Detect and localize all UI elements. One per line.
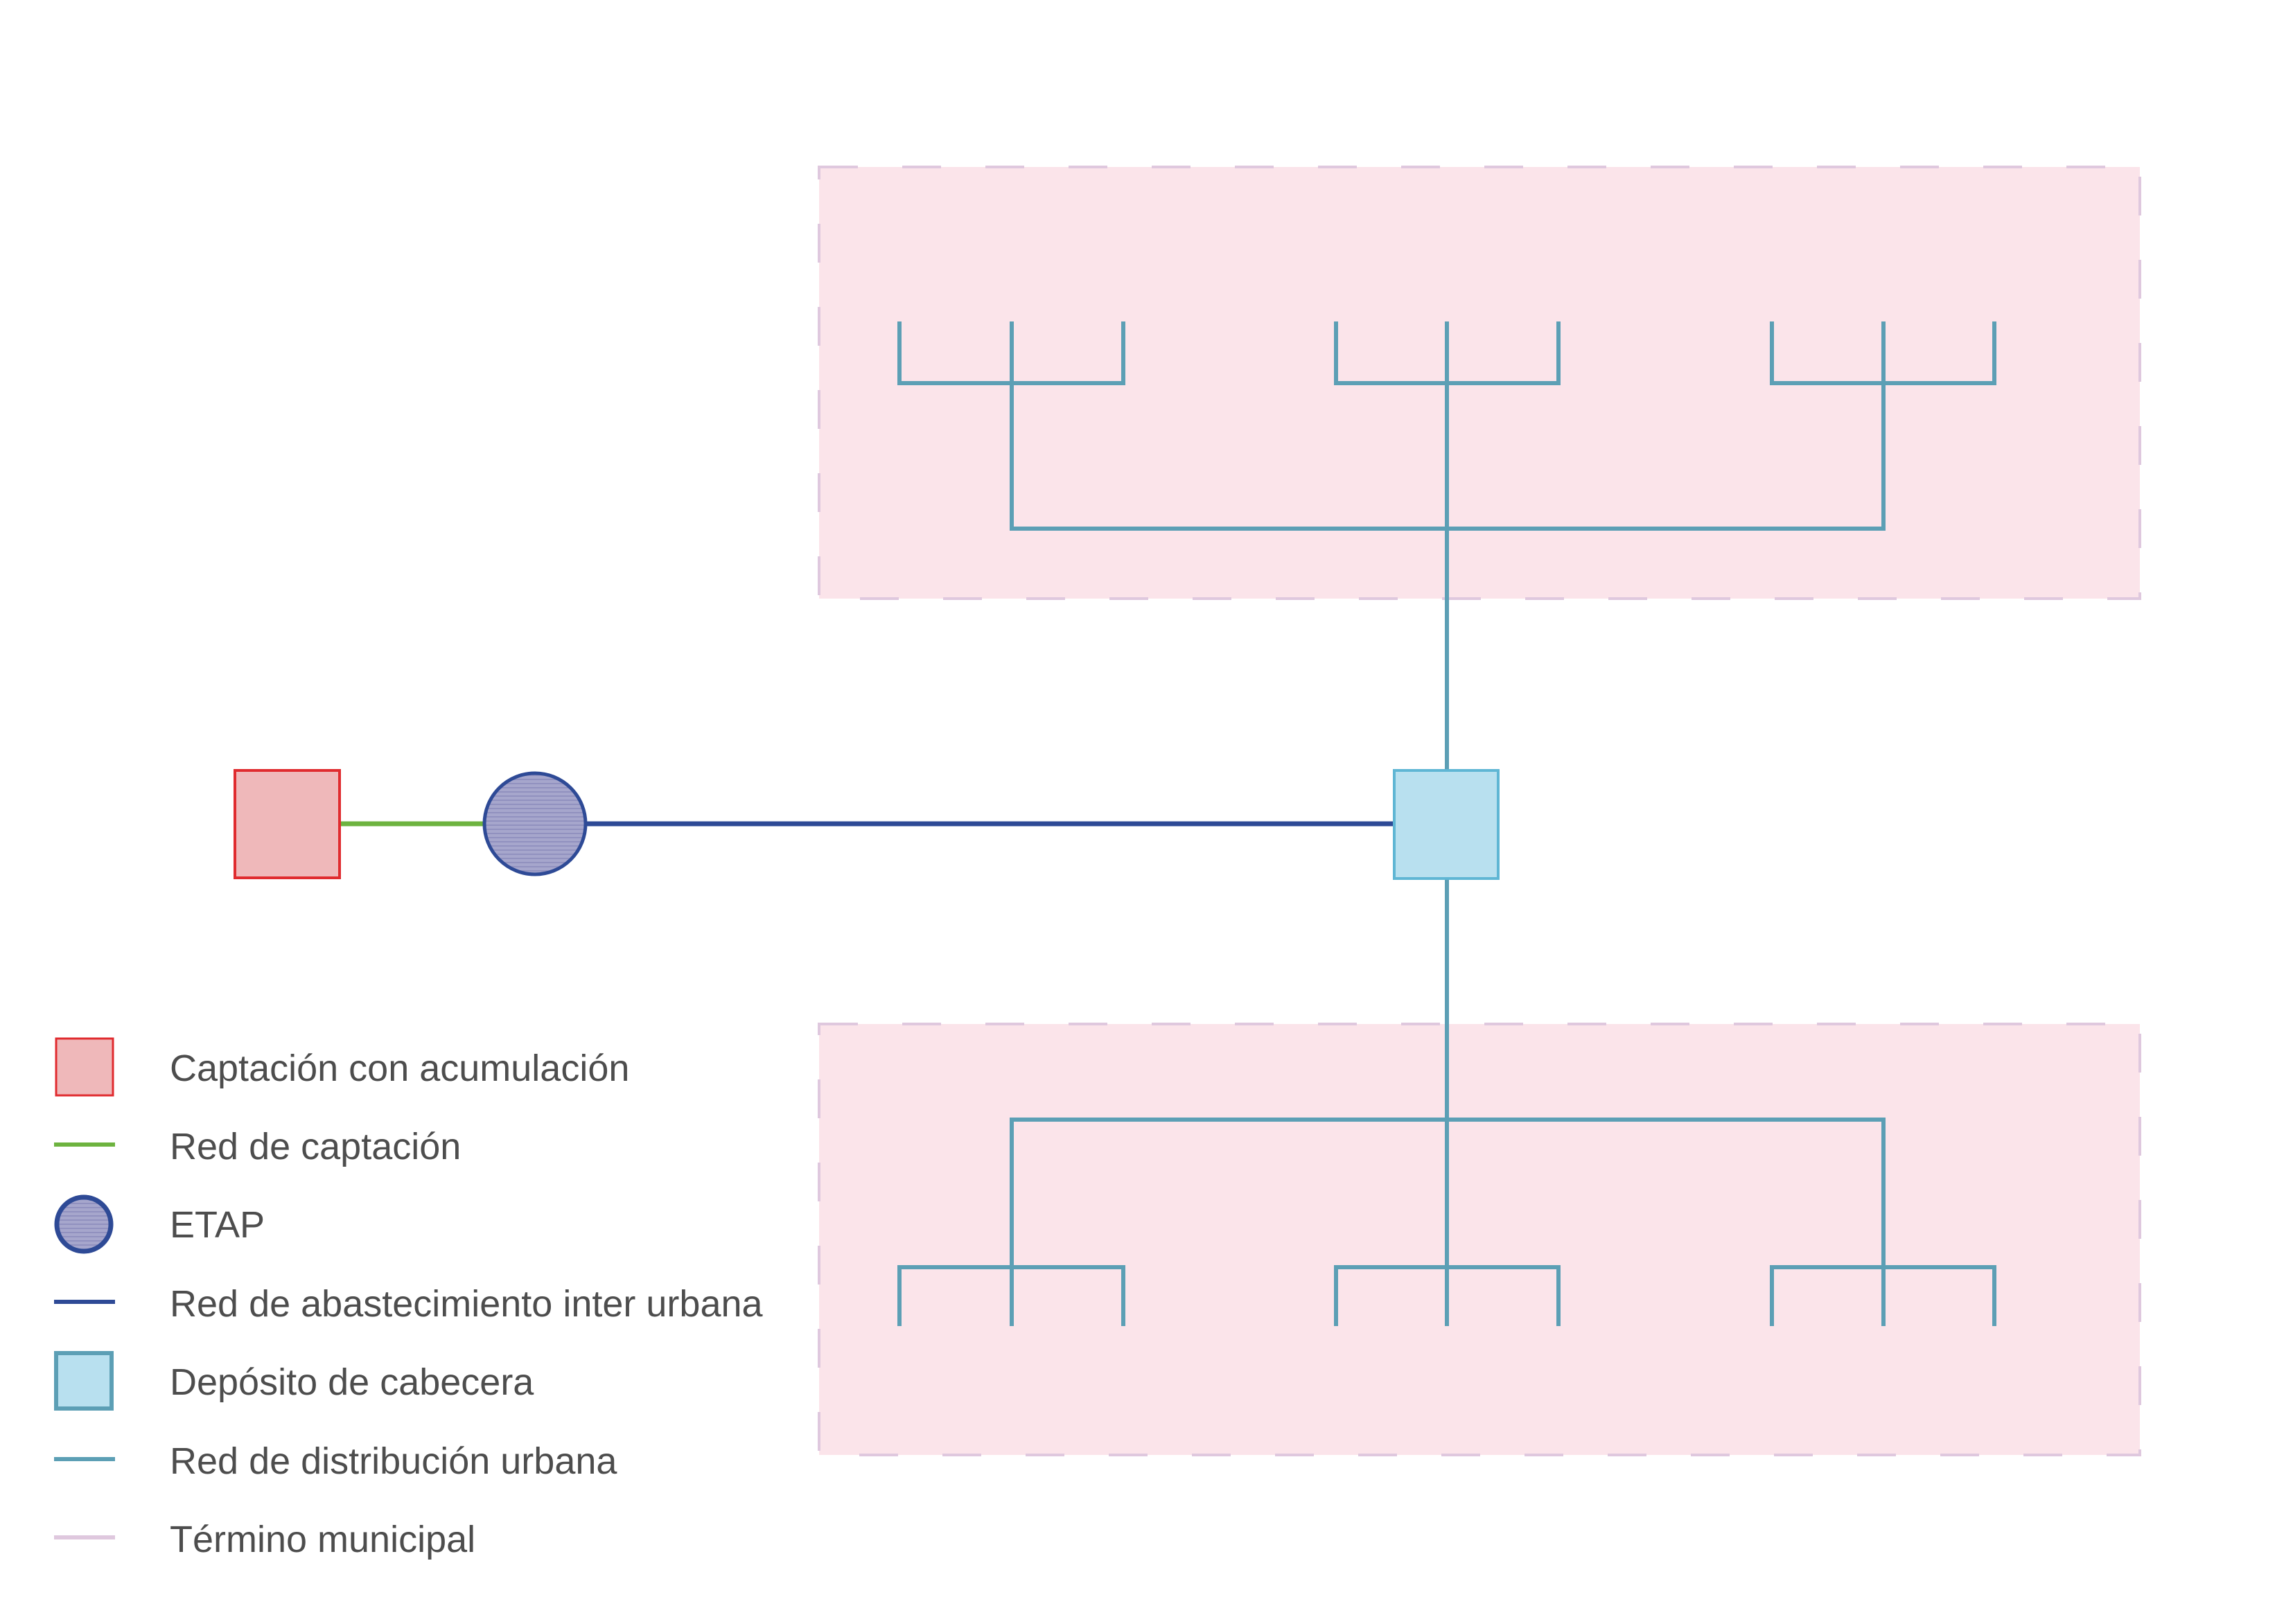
legend-label-municipal-boundary: Término municipal (170, 1519, 476, 1560)
legend-label-inter-urban-network: Red de abastecimiento inter urbana (170, 1283, 763, 1325)
distribution-tree-top (897, 321, 1996, 772)
legend-symbol-etap (54, 1194, 114, 1254)
legend-symbol-tank (54, 1351, 114, 1411)
legend-label-tank: Depósito de cabecera (170, 1361, 534, 1403)
legend-symbol-catchment (55, 1037, 114, 1097)
legend-label-distribution-network: Red de distribución urbana (170, 1440, 617, 1482)
municipal-zone-bottom (818, 1023, 2141, 1456)
catchment-node (234, 769, 341, 879)
distribution-tree-bottom (897, 876, 1996, 1326)
header-tank-node (1393, 769, 1500, 880)
legend-label-catchment: Captación con acumulación (170, 1048, 630, 1089)
legend-label-catchment-network: Red de captación (170, 1126, 462, 1167)
etap-node (482, 771, 588, 876)
legend (54, 1037, 115, 1539)
legend-label-etap: ETAP (170, 1204, 265, 1246)
